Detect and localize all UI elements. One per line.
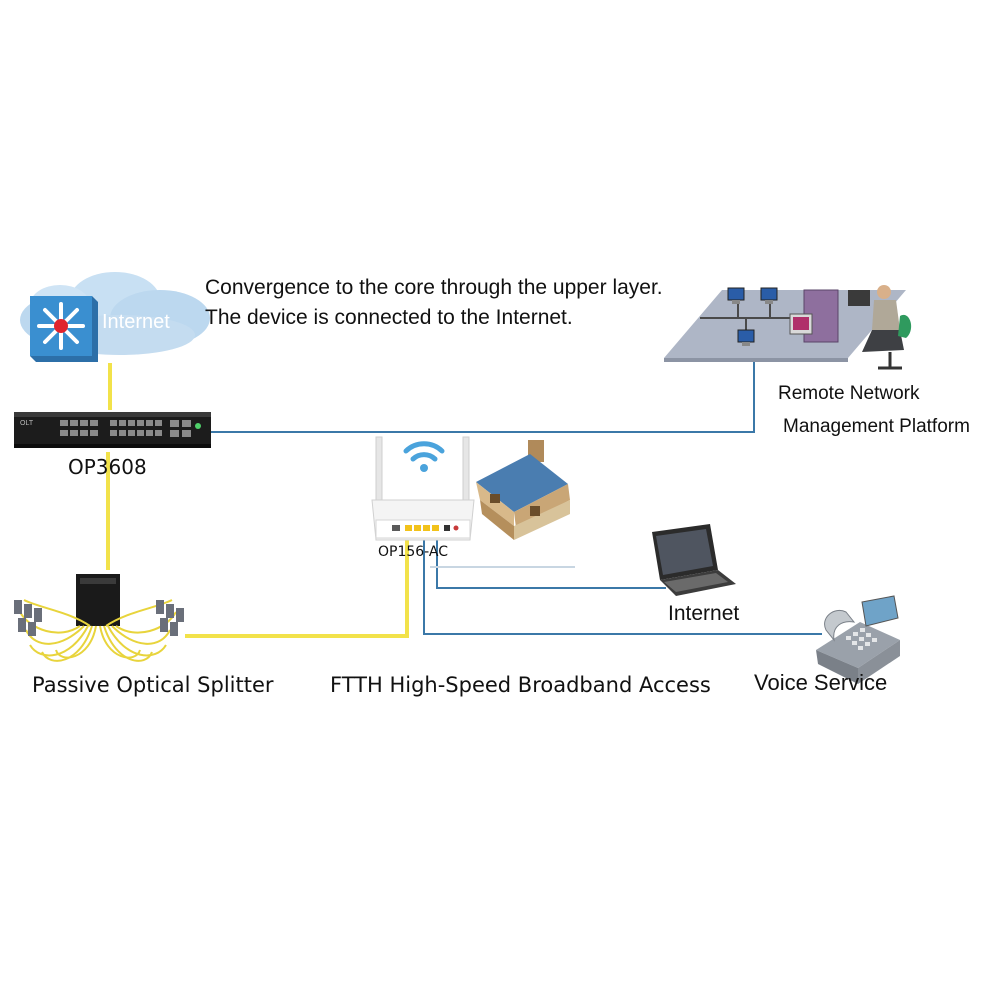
fiber-splitter-ont: [185, 540, 409, 638]
internet-cloud: Internet: [20, 272, 210, 362]
olt-device-icon: OLT: [14, 412, 211, 448]
link-olt-management: [210, 360, 755, 433]
laptop-icon: [652, 524, 736, 596]
management-label-line-1: Remote Network: [778, 383, 920, 404]
olt-label: OP3608: [68, 455, 147, 479]
caption-line-1: Convergence to the core through the uppe…: [205, 276, 663, 299]
network-management-icon: [664, 287, 906, 362]
network-switch-icon: [30, 296, 98, 362]
fiber-links: [106, 363, 409, 638]
voice-service-label: Voice Service: [754, 670, 888, 695]
splitter-label: Passive Optical Splitter: [32, 673, 274, 697]
cloud-label: Internet: [102, 311, 170, 333]
ftth-label: FTTH High-Speed Broadband Access: [330, 673, 711, 697]
olt-brand: OLT: [20, 420, 34, 427]
caption-line-2: The device is connected to the Internet.: [205, 306, 573, 329]
telephone-icon: [816, 595, 900, 684]
house-icon: [476, 440, 570, 540]
optical-splitter-icon: [14, 574, 184, 662]
laptop-label: Internet: [668, 602, 740, 625]
ethernet-links: [210, 360, 822, 635]
link-ont-phone: [423, 540, 822, 635]
wifi-signal-icon: [403, 441, 445, 462]
ont-label: OP156-AC: [378, 544, 449, 560]
management-label-line-2: Management Platform: [783, 416, 970, 437]
operator-icon: [862, 285, 912, 370]
wifi-router-icon: [371, 436, 475, 541]
link-ont-laptop: [436, 540, 666, 589]
